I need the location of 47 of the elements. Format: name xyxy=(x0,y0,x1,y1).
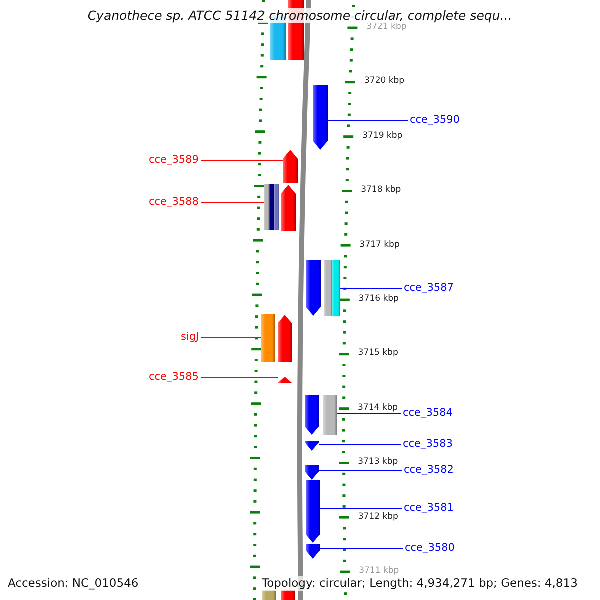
gene-label: cce_3585 xyxy=(149,371,199,383)
gene-label: cce_3581 xyxy=(404,502,454,514)
gene-feature xyxy=(305,465,319,480)
leader-line xyxy=(320,548,404,550)
gene-feature xyxy=(306,260,321,316)
accession-text: Accession: NC_010546 xyxy=(8,576,139,591)
gene-label: cce_3584 xyxy=(403,407,453,419)
gene-feature xyxy=(278,377,292,383)
leader-line xyxy=(200,202,264,204)
scale-label: 3712 kbp xyxy=(358,512,398,522)
topology-summary: Topology: circular; Length: 4,934,271 bp; Genes: 4,813 xyxy=(262,576,578,591)
gene-feature xyxy=(324,260,340,316)
gene-feature xyxy=(281,185,296,231)
gene-label: cce_3580 xyxy=(405,542,455,554)
scale-label: 3720 kbp xyxy=(364,76,405,86)
gene-feature xyxy=(305,441,319,451)
leader-line xyxy=(318,470,402,472)
gene-label: sigJ xyxy=(181,331,200,343)
scale-label: 3714 kbp xyxy=(358,402,398,413)
leader-line xyxy=(200,160,284,162)
leader-line xyxy=(318,444,402,446)
leader-line xyxy=(320,508,402,510)
gene-feature xyxy=(283,150,298,183)
leader-line xyxy=(340,288,402,290)
gene-label: cce_3583 xyxy=(403,438,453,450)
gene-label: cce_3590 xyxy=(410,114,460,126)
scale-label: 3718 kbp xyxy=(361,185,402,196)
gene-label: cce_3587 xyxy=(404,282,454,294)
scale-label: 3711 kbp xyxy=(359,566,400,576)
scale-label: 3713 kbp xyxy=(358,457,398,468)
scale-label: 3719 kbp xyxy=(362,130,403,141)
gene-feature xyxy=(313,85,328,150)
scale-label: 3716 kbp xyxy=(358,294,399,304)
gene-label: cce_3588 xyxy=(149,196,199,208)
gene-feature xyxy=(306,544,320,559)
gene-feature xyxy=(323,395,337,435)
map-title: Cyanothece sp. ATCC 51142 chromosome circular, complete sequ... xyxy=(88,8,512,23)
scale-label: 3721 kbp xyxy=(366,22,407,32)
gene-feature xyxy=(264,184,279,230)
scale-label: 3717 kbp xyxy=(360,240,400,250)
scale-label: 3715 kbp xyxy=(358,348,398,358)
gene-feature xyxy=(305,395,319,435)
gene-label: cce_3589 xyxy=(149,154,199,166)
gene-feature xyxy=(278,315,292,362)
leader-line xyxy=(328,120,408,122)
gene-label: cce_3582 xyxy=(404,464,454,476)
gene-feature xyxy=(261,314,275,362)
